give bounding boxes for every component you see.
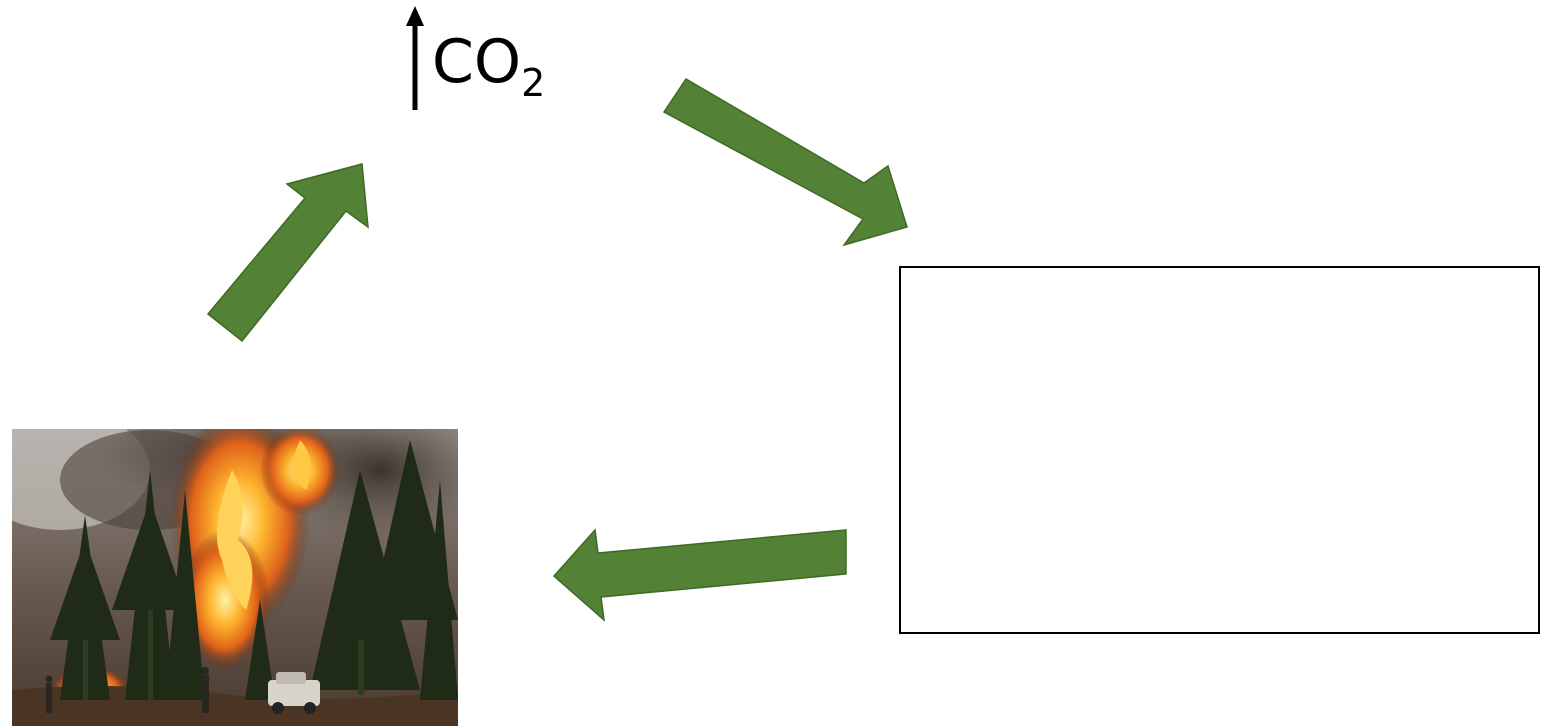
co2-label: CO2	[432, 32, 545, 105]
increase-arrow-icon	[406, 6, 424, 110]
arrow-fire-to-co2	[206, 163, 369, 343]
forest-fire-photo	[12, 429, 458, 726]
arrow-box-to-fire	[552, 528, 847, 622]
empty-answer-box	[899, 266, 1540, 634]
co2-text: CO	[432, 27, 522, 97]
co2-subscript: 2	[521, 61, 546, 105]
truck-icon	[268, 672, 320, 714]
arrow-co2-to-box	[662, 77, 908, 247]
